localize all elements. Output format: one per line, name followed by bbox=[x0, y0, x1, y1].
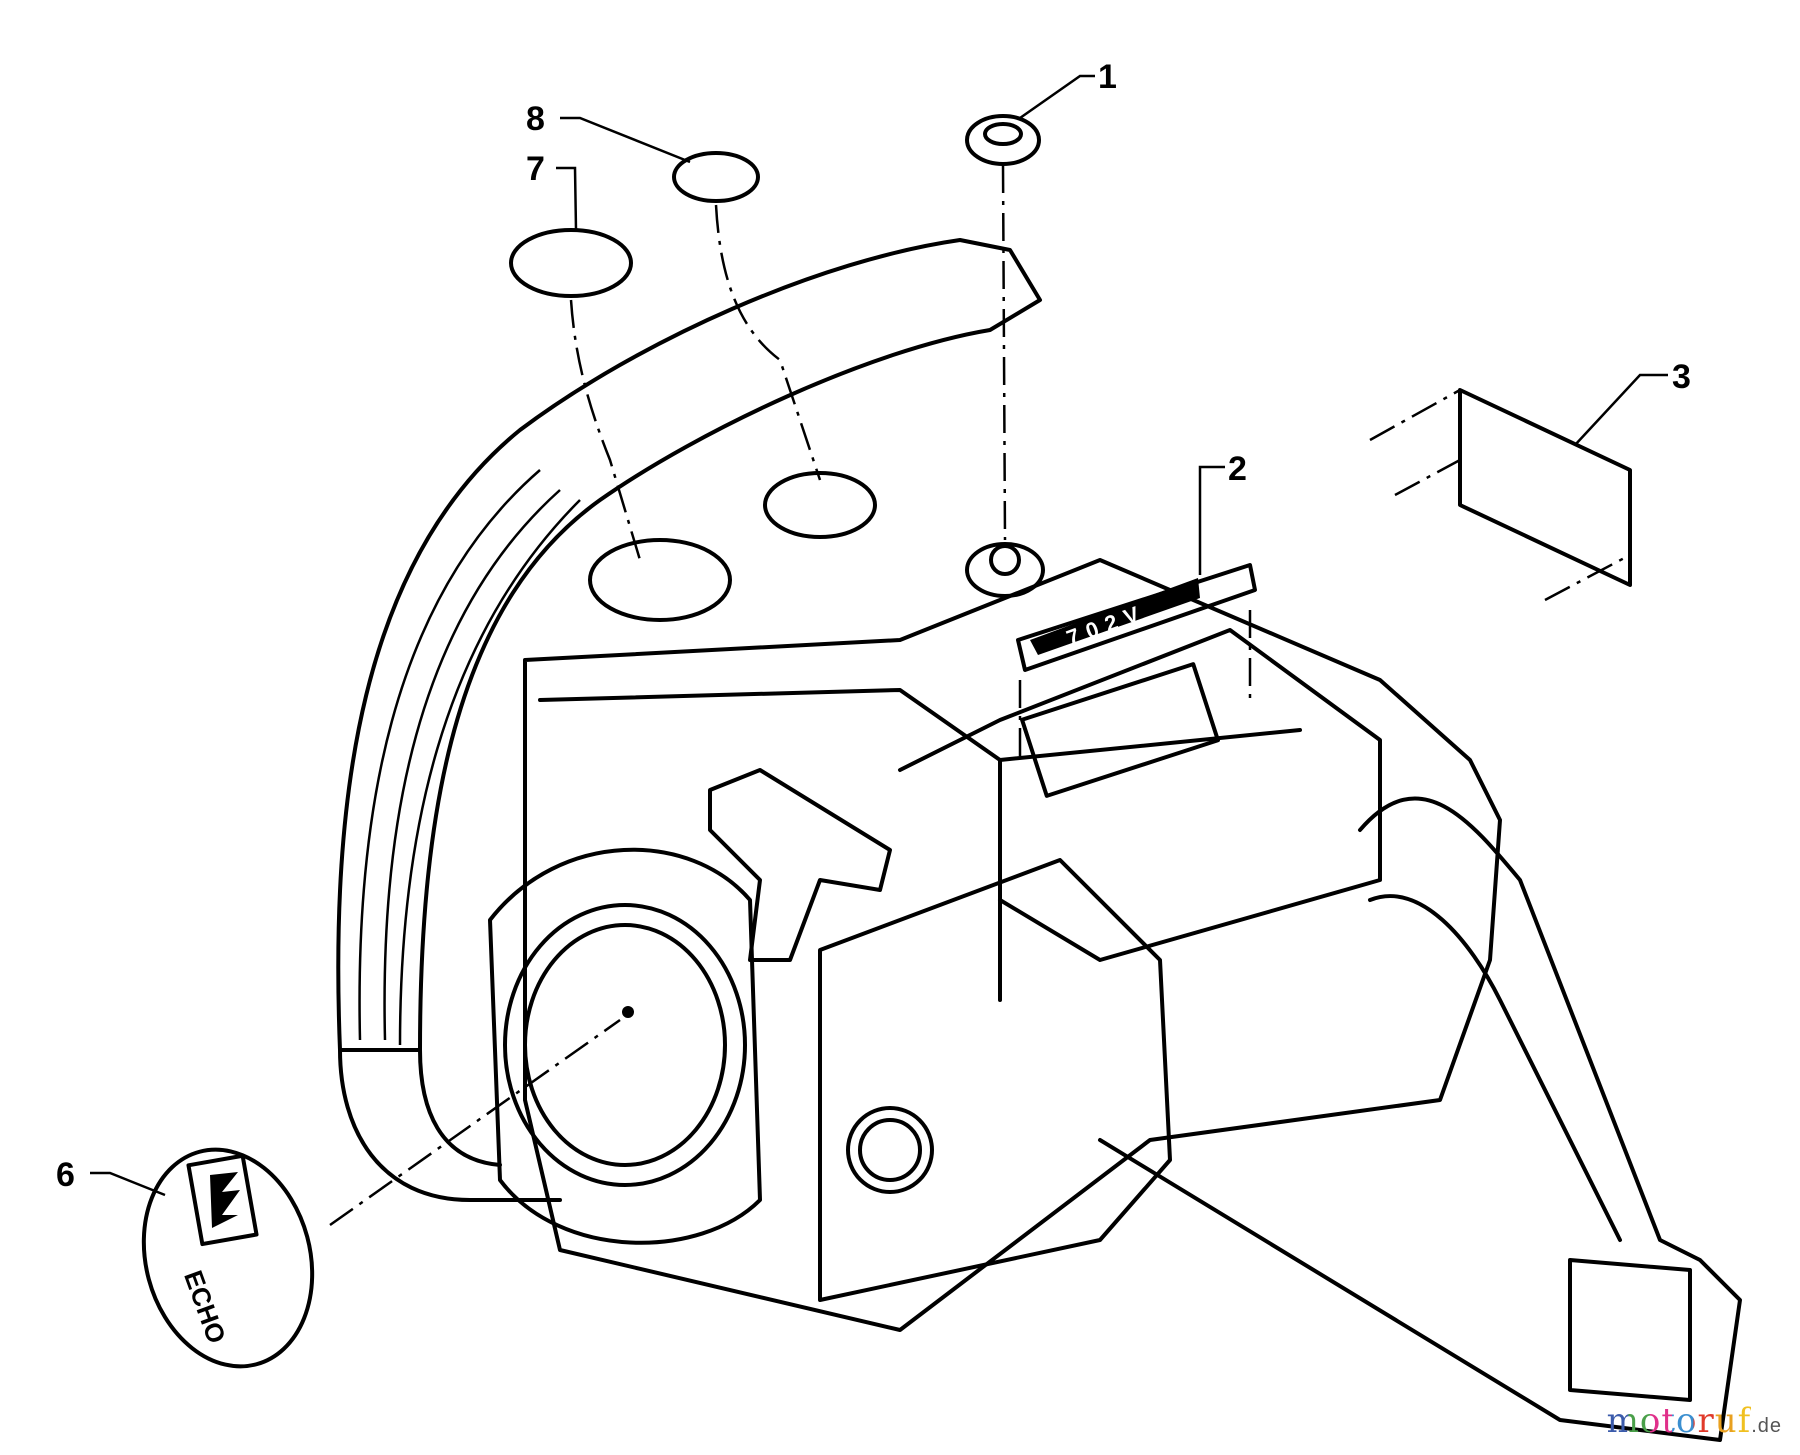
disc-part-7 bbox=[509, 228, 633, 298]
svg-text:ECHO: ECHO bbox=[178, 1266, 232, 1347]
callout-3: 3 bbox=[1672, 358, 1691, 396]
watermark-logo: motoruf.de bbox=[1607, 1401, 1782, 1441]
callout-7: 7 bbox=[526, 150, 545, 188]
starter-cover bbox=[503, 903, 747, 1187]
callout-leaders bbox=[90, 74, 1668, 1197]
watermark-suffix: .de bbox=[1751, 1415, 1782, 1437]
disc-part-8 bbox=[672, 151, 760, 203]
front-handle-bar bbox=[336, 238, 1042, 1202]
callout-1: 1 bbox=[1098, 58, 1117, 96]
air-filter-cover bbox=[818, 858, 1172, 1302]
callout-2: 2 bbox=[1228, 450, 1247, 488]
watermark-text: motoruf bbox=[1606, 1401, 1752, 1441]
model-plate: 702V bbox=[1016, 563, 1257, 672]
decal-3 bbox=[1458, 388, 1632, 587]
rear-handle bbox=[1098, 796, 1742, 1442]
callout-6: 6 bbox=[56, 1156, 75, 1194]
echo-logo-decal: ECHO bbox=[141, 1147, 315, 1369]
oil-cap bbox=[763, 471, 877, 539]
callout-8: 8 bbox=[526, 100, 545, 138]
fuel-cap bbox=[588, 538, 732, 622]
starter-grip bbox=[708, 768, 892, 962]
engine-body bbox=[488, 471, 1742, 1442]
cap-part-1 bbox=[965, 114, 1041, 166]
